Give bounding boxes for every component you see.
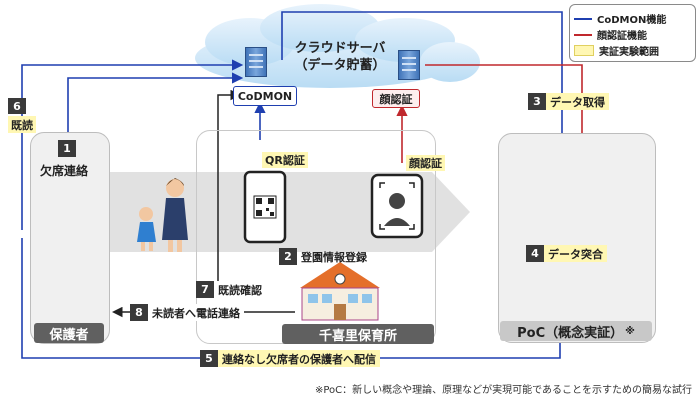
nursery-label: 千喜里保育所 bbox=[282, 324, 434, 344]
step-1-number: 1 bbox=[58, 140, 76, 157]
legend-codmon-label: CoDMON機能 bbox=[597, 15, 667, 26]
poc-panel bbox=[498, 133, 656, 343]
legend-face: 顔認証機能 bbox=[574, 27, 647, 42]
legend-poc: 実証実験範囲 bbox=[574, 43, 659, 58]
legend-swatch-yellow bbox=[574, 45, 594, 56]
step-4-num: 4 bbox=[526, 245, 544, 262]
step-4-label: データ突合 bbox=[544, 245, 607, 262]
step-1-label: 欠席連絡 bbox=[40, 164, 89, 178]
step-5-num: 5 bbox=[200, 350, 218, 367]
face-server-icon bbox=[398, 50, 420, 80]
step-7-label: 既読確認 bbox=[214, 281, 266, 298]
legend-swatch-red bbox=[574, 33, 592, 36]
step-2: 2 登園情報登録 bbox=[279, 248, 371, 265]
poc-label: PoC（概念実証） ※ bbox=[500, 321, 652, 341]
cloud-subtitle: （データ貯蓄） bbox=[294, 58, 386, 73]
face-tag: 顔認証 bbox=[372, 89, 420, 108]
guardian-label: 保護者 bbox=[34, 323, 104, 343]
step-2-label: 登園情報登録 bbox=[301, 250, 367, 264]
step-8-num: 8 bbox=[130, 304, 148, 321]
step-2-num: 2 bbox=[279, 248, 297, 265]
poc-label-text: PoC（概念実証） bbox=[517, 325, 624, 341]
codmon-server-icon bbox=[245, 47, 267, 77]
step-7-num: 7 bbox=[196, 281, 214, 298]
step-6-number: 6 bbox=[8, 98, 26, 114]
step-8-label: 未読者へ電話連絡 bbox=[148, 304, 244, 321]
footnote: ※PoC：新しい概念や理論、原理などが実現可能であることを示すための簡易な試行 bbox=[314, 385, 692, 396]
face-phone-icon bbox=[370, 173, 424, 239]
cloud-server-label: クラウドサーバ （データ貯蓄） bbox=[290, 40, 390, 74]
legend: CoDMON機能 顔認証機能 実証実験範囲 bbox=[569, 4, 696, 62]
guardian-panel bbox=[30, 132, 110, 344]
poc-note-mark: ※ bbox=[625, 325, 635, 337]
nursery-building-illustration bbox=[300, 262, 380, 321]
step-3-num: 3 bbox=[528, 93, 546, 110]
codmon-tag: CoDMON bbox=[233, 86, 297, 106]
step-1-num: 1 bbox=[58, 140, 76, 157]
legend-swatch-blue bbox=[574, 17, 592, 20]
step-3-label: データ取得 bbox=[546, 93, 609, 110]
qr-auth-label: QR認証 bbox=[262, 152, 308, 168]
face-auth-label: 顔認証 bbox=[406, 155, 445, 171]
step-5-label: 連絡なし欠席者の保護者へ配信 bbox=[218, 350, 380, 367]
qr-phone-icon bbox=[243, 170, 287, 244]
face-lines bbox=[396, 64, 588, 163]
legend-face-label: 顔認証機能 bbox=[597, 31, 647, 42]
step-6-label: 既読 bbox=[8, 116, 36, 133]
cloud-title: クラウドサーバ bbox=[294, 41, 386, 56]
step-6: 既読 bbox=[8, 116, 36, 133]
step-6-num: 6 bbox=[8, 98, 26, 114]
parent-child-illustration bbox=[137, 178, 188, 252]
legend-poc-label: 実証実験範囲 bbox=[599, 47, 659, 58]
legend-codmon: CoDMON機能 bbox=[574, 11, 666, 26]
